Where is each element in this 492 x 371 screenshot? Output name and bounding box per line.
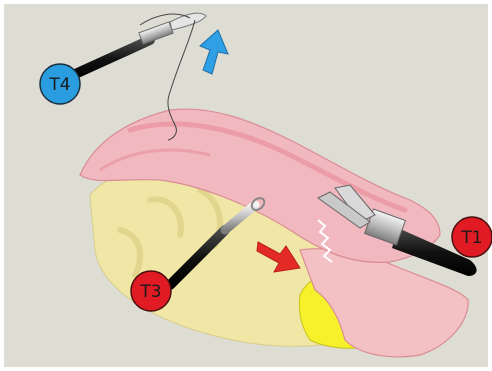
- t3-label: T3: [139, 282, 161, 302]
- t1-marker: T1: [452, 217, 492, 257]
- t1-label: T1: [460, 228, 482, 248]
- t4-marker: T4: [40, 64, 80, 104]
- t4-label: T4: [48, 75, 70, 95]
- t3-marker: T3: [131, 271, 171, 311]
